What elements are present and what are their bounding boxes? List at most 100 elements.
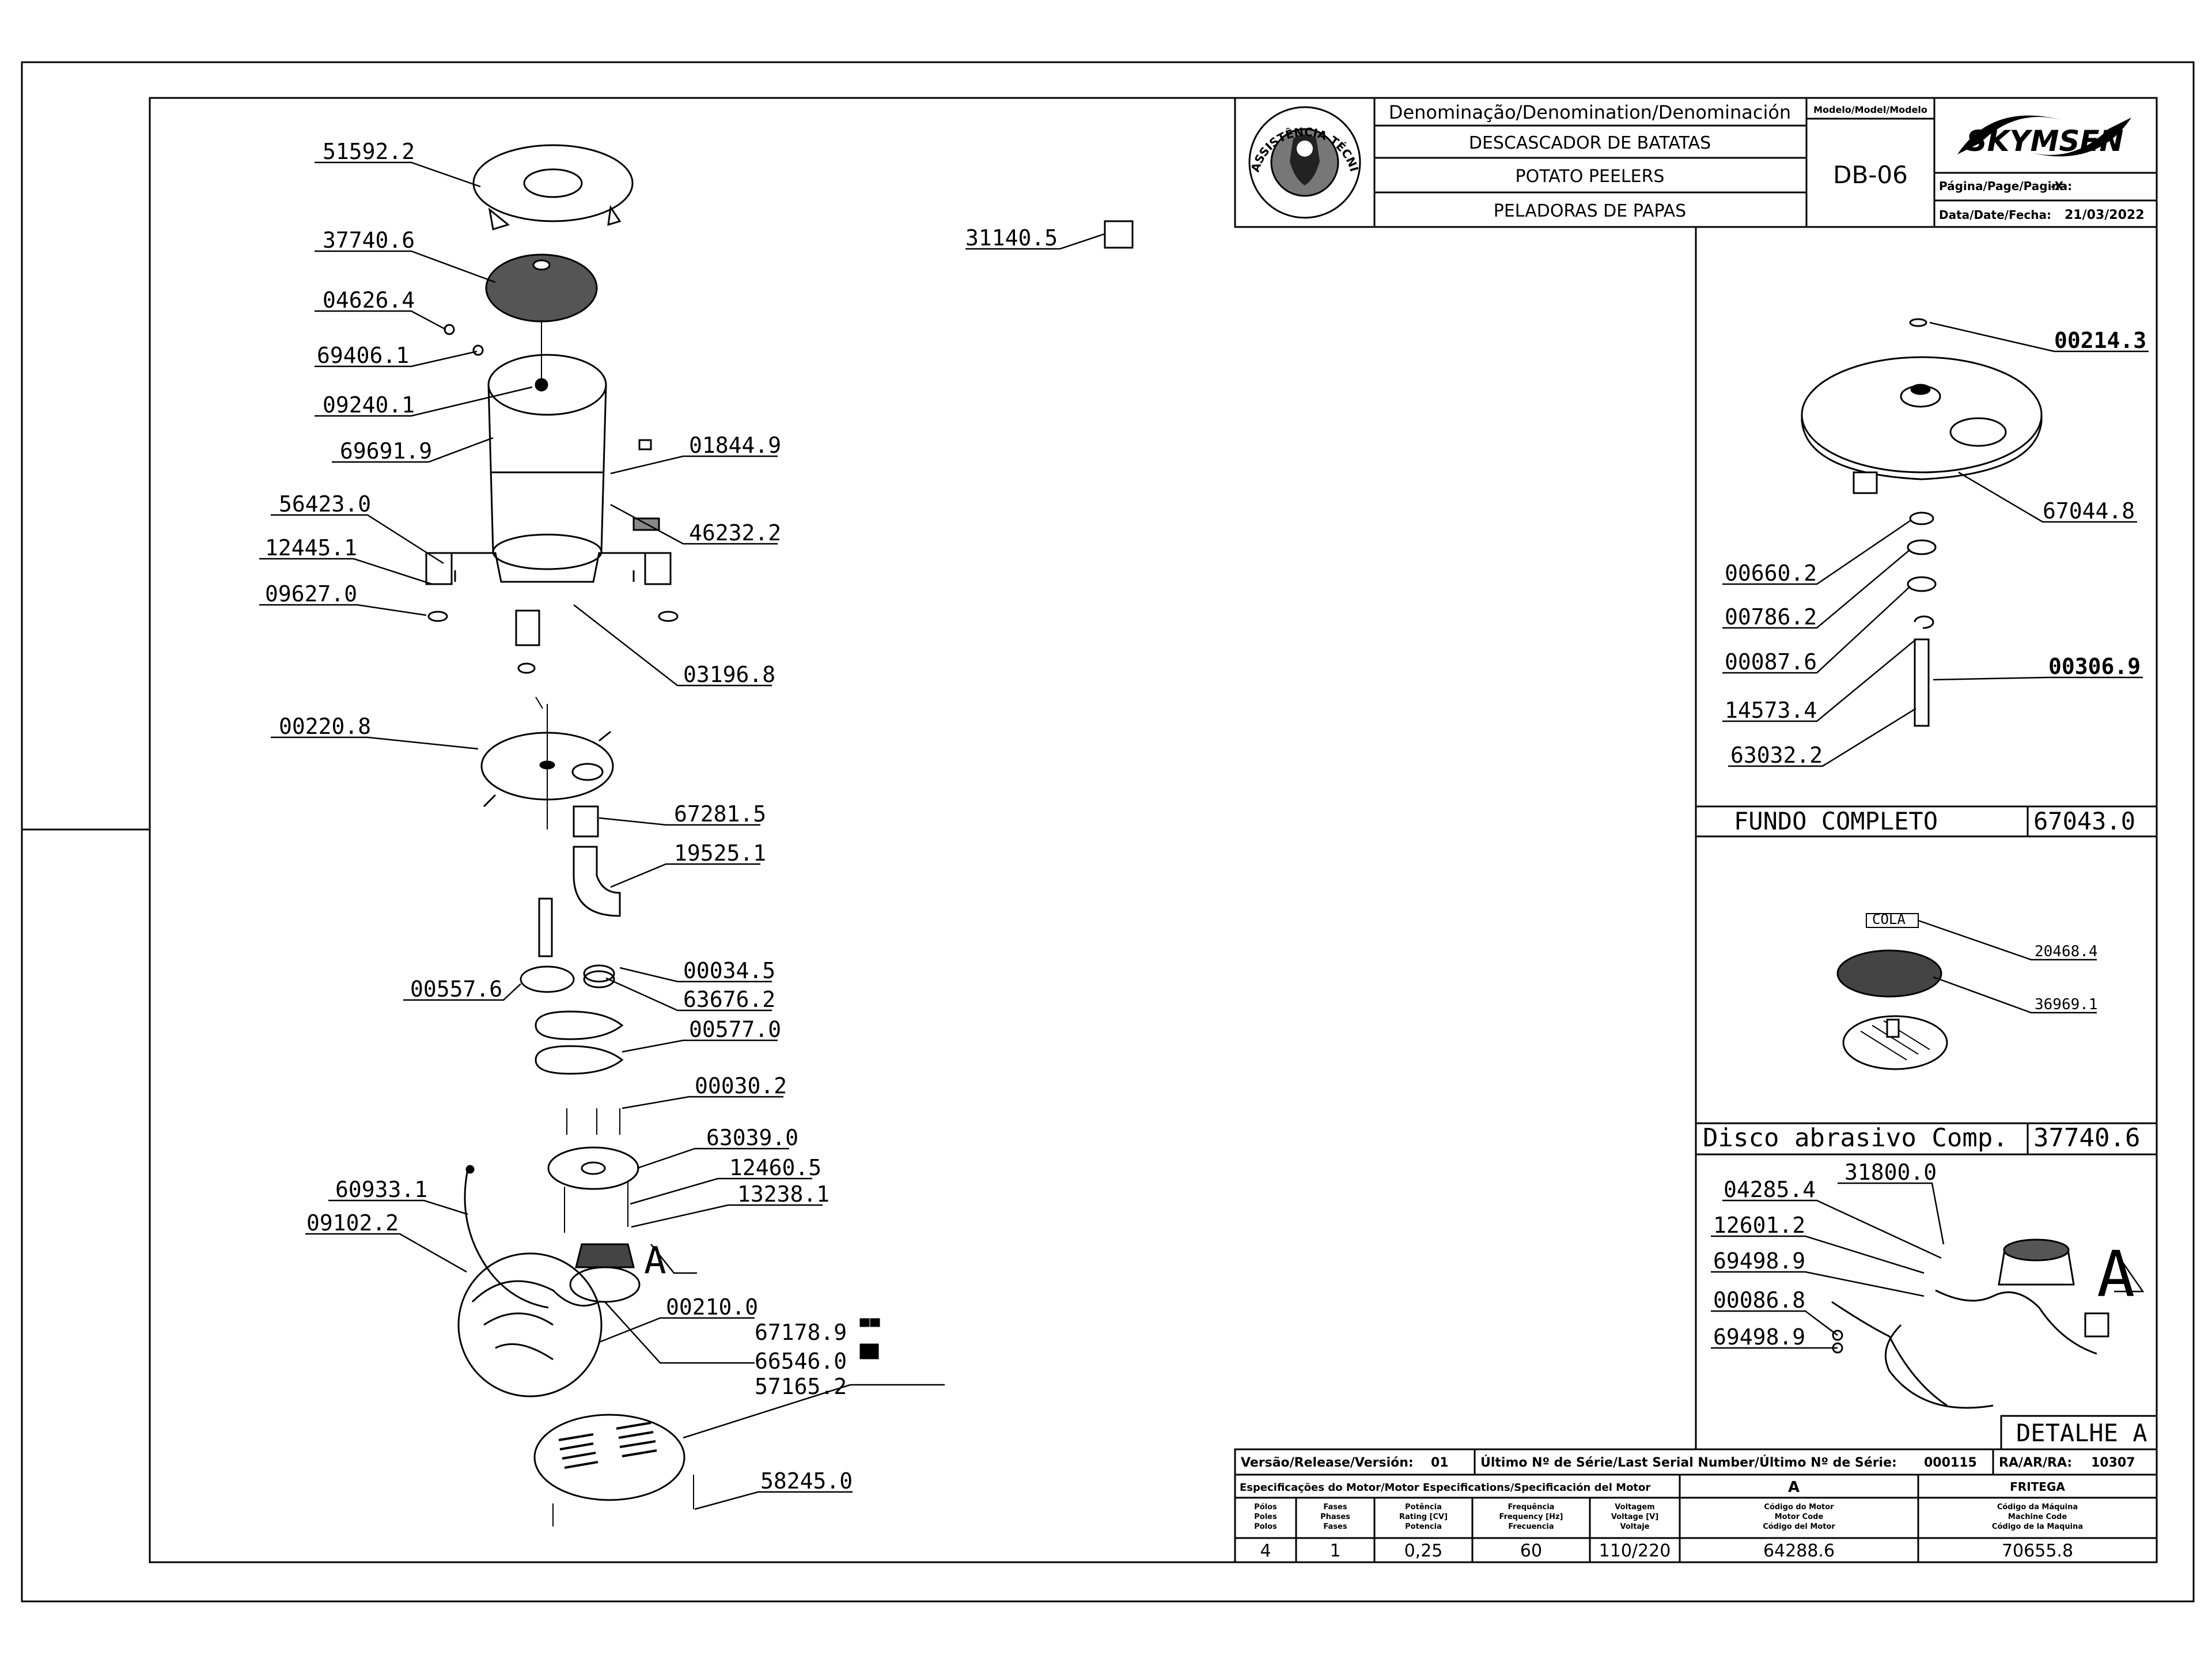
spec-block-frame	[1234, 1448, 2158, 1563]
col-freq-en: Frequency [Hz]	[1499, 1513, 1563, 1521]
callout-69498-a: 69498.9	[1713, 1248, 1805, 1274]
model-header: Modelo/Model/Modelo	[1813, 104, 1927, 115]
callout-04626: 04626.4	[323, 287, 415, 313]
callout-51592: 51592.2	[323, 139, 415, 164]
callout-69691: 69691.9	[340, 438, 432, 464]
disco-abrasivo-label: Disco abrasivo Comp.	[1703, 1123, 2008, 1153]
value-machine-code: 70655.8	[2002, 1541, 2073, 1561]
callout-12601: 12601.2	[1713, 1213, 1805, 1238]
col-volt-es: Voltaje	[1620, 1522, 1650, 1531]
sheet-inner-border	[149, 97, 2158, 1563]
callout-00577: 00577.0	[689, 1017, 781, 1042]
callout-09627: 09627.0	[265, 581, 357, 607]
serial-label: Último Nº de Série/Last Serial Number/Úl…	[1480, 1455, 1897, 1470]
col-motor-code-en: Motor Code	[1775, 1513, 1824, 1521]
col-power-es: Potencia	[1405, 1522, 1442, 1531]
callout-69406: 69406.1	[317, 343, 409, 368]
col-poles-es: Polos	[1254, 1522, 1277, 1531]
callout-00214: 00214.3	[2054, 328, 2146, 353]
callout-00557: 00557.6	[410, 976, 502, 1002]
callout-14573: 14573.4	[1725, 698, 1817, 723]
version-value: 01	[1431, 1456, 1449, 1470]
callout-03196: 03196.8	[683, 662, 775, 687]
ra-value: 10307	[2091, 1456, 2135, 1470]
callout-cola: COLA	[1872, 911, 1906, 927]
motor-spec-label: Especificações do Motor/Motor Especifica…	[1240, 1482, 1650, 1494]
col-volt-en: Voltage [V]	[1611, 1513, 1658, 1521]
callout-66546: 66546.0	[755, 1349, 847, 1374]
col-machine-code-es: Código de la Maquina	[1992, 1522, 2083, 1531]
disco-abrasivo-code: 37740.6	[2033, 1123, 2140, 1153]
callout-63039: 63039.0	[706, 1125, 798, 1150]
callout-letter-a: A	[644, 1240, 666, 1282]
page-label: Página/Page/Pagina:	[1939, 179, 2072, 193]
col-freq-pt: Frequência	[1508, 1503, 1555, 1512]
callout-63032: 63032.2	[1730, 743, 1823, 768]
ra-label: RA/AR/RA:	[1999, 1456, 2072, 1470]
callout-00086: 00086.8	[1713, 1287, 1805, 1313]
product-name-es: PELADORAS DE PAPAS	[1494, 201, 1686, 221]
callout-00786: 00786.2	[1725, 604, 1817, 630]
col-motor-code-pt: Código do Motor	[1764, 1503, 1834, 1512]
version-label: Versão/Release/Versión:	[1241, 1456, 1414, 1470]
svg-text:ASSISTÊNCIA TÉCNICA AUTORIZADA: ASSISTÊNCIA TÉCNICA AUTORIZADA	[0, 0, 1361, 174]
callout-letter-a-detail: A	[2097, 1237, 2135, 1311]
callout-46232: 46232.2	[689, 520, 781, 546]
col-poles-en: Poles	[1254, 1513, 1277, 1521]
callout-57165: 57165.2	[755, 1374, 847, 1399]
callout-67178: 67178.9	[755, 1320, 847, 1345]
callout-13238: 13238.1	[737, 1181, 830, 1207]
date-value: 21/03/2022	[2065, 208, 2145, 222]
callout-00210: 00210.0	[666, 1294, 758, 1320]
fundo-completo-code: 67043.0	[2033, 807, 2135, 835]
col-motor-code-es: Código del Motor	[1763, 1522, 1835, 1531]
callout-00660: 00660.2	[1725, 560, 1817, 586]
col-freq-es: Frecuencia	[1508, 1522, 1554, 1531]
col-phases-es: Fases	[1323, 1522, 1347, 1531]
value-frequency: 60	[1520, 1541, 1542, 1561]
callout-00087: 00087.6	[1725, 649, 1817, 675]
sheet-outer-border	[21, 61, 2195, 1603]
callout-04285: 04285.4	[1724, 1177, 1816, 1202]
motor-letter: A	[1788, 1479, 1800, 1496]
callout-01844: 01844.9	[689, 433, 781, 458]
callout-36969: 36969.1	[2035, 996, 2098, 1013]
col-power-en: Rating [CV]	[1399, 1513, 1448, 1521]
callout-00220: 00220.8	[279, 714, 371, 739]
callout-31800: 31800.0	[1844, 1160, 1937, 1185]
callout-37740: 37740.6	[323, 228, 415, 253]
value-motor-code: 64288.6	[1763, 1541, 1835, 1561]
motor-brand: FRITEGA	[2010, 1480, 2065, 1494]
detalhe-a-label: DETALHE A	[2016, 1419, 2147, 1447]
callout-20468: 20468.4	[2035, 943, 2098, 960]
date-label: Data/Date/Fecha:	[1939, 208, 2051, 222]
callout-19525: 19525.1	[674, 840, 766, 866]
value-power: 0,25	[1404, 1541, 1443, 1561]
authorized-assistance-seal: ASSISTÊNCIA TÉCNICA AUTORIZADA	[0, 0, 1361, 219]
model-value: DB-06	[1833, 161, 1908, 189]
callout-67044: 67044.8	[2043, 498, 2135, 524]
value-phases: 1	[1330, 1541, 1340, 1561]
page-value: -X-	[2051, 179, 2067, 193]
callout-00034: 00034.5	[683, 958, 775, 983]
serial-value: 000115	[1924, 1456, 1977, 1470]
svg-text:SKYMSEN: SKYMSEN	[1967, 124, 2124, 158]
col-machine-code-pt: Código da Máquina	[1997, 1503, 2078, 1512]
callout-00306: 00306.9	[2048, 654, 2141, 679]
denomination-header: Denominação/Denomination/Denominación	[1389, 101, 1791, 123]
value-voltage: 110/220	[1599, 1541, 1671, 1561]
callout-31140: 31140.5	[965, 225, 1058, 251]
callout-67281: 67281.5	[674, 801, 766, 827]
col-machine-code-en: Machine Code	[2008, 1513, 2067, 1521]
col-phases-pt: Fases	[1323, 1503, 1347, 1512]
callout-56423: 56423.0	[279, 491, 371, 517]
fundo-completo-label: FUNDO COMPLETO	[1734, 807, 1938, 835]
col-poles-pt: Pólos	[1254, 1503, 1277, 1512]
callout-12460: 12460.5	[729, 1155, 821, 1180]
callout-09102: 09102.2	[306, 1210, 399, 1236]
col-power-pt: Potência	[1405, 1503, 1442, 1512]
callout-63676: 63676.2	[683, 987, 775, 1012]
callout-09240: 09240.1	[323, 392, 415, 418]
callout-69498-b: 69498.9	[1713, 1324, 1805, 1350]
